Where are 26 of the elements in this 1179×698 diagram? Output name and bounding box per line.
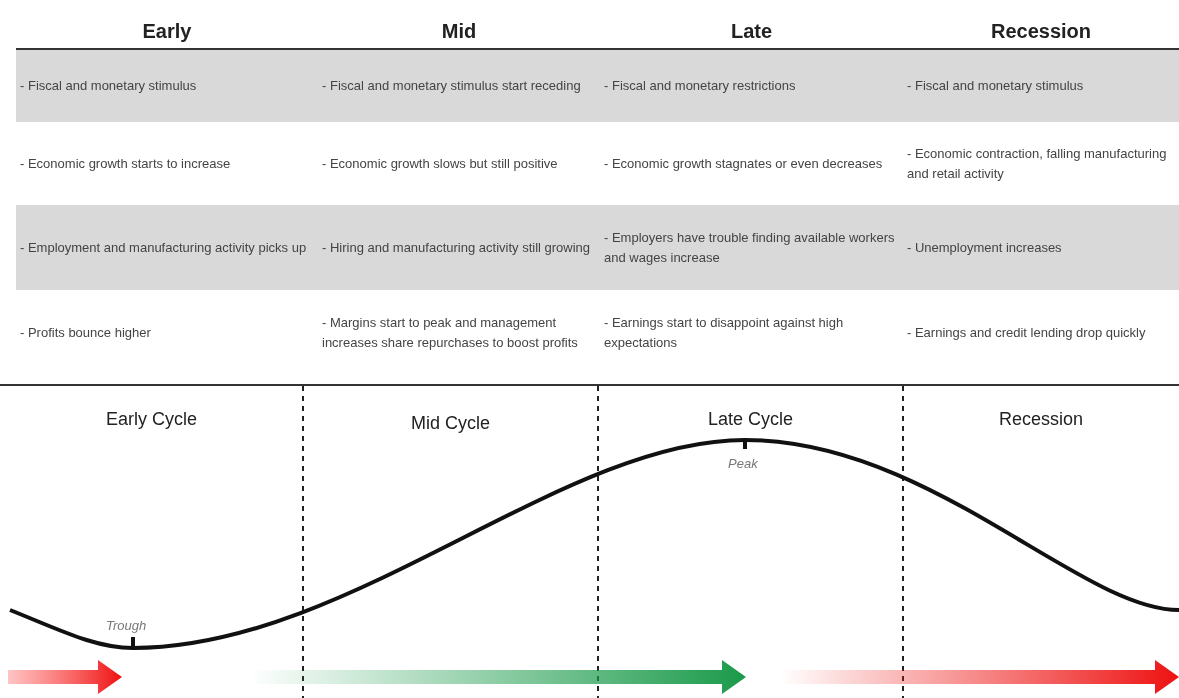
table-cell-text: - Fiscal and monetary stimulus xyxy=(907,77,1084,95)
table-cell-text: - Fiscal and monetary restrictions xyxy=(604,77,796,95)
table-cell-text: - Unemployment increases xyxy=(907,238,1062,257)
table-cell-text: - Profits bounce higher xyxy=(20,324,151,342)
table-cell-text: - Earnings start to disappoint against high expectations xyxy=(604,314,845,352)
table-cell-text: - Fiscal and monetary stimulus start receding xyxy=(322,77,581,95)
column-header: Recession xyxy=(989,19,1093,44)
column-header: Late xyxy=(729,19,774,44)
table-cell-text: - Economic growth slows but still positive xyxy=(322,154,558,173)
table-cell-text: - Employment and manufacturing activity picks up xyxy=(20,238,307,257)
table-cell-text: - Economic growth starts to increase xyxy=(20,154,231,173)
table-cell-text: - Earnings and credit lending drop quickly xyxy=(907,324,1146,342)
table-cell-text: - Fiscal and monetary stimulus xyxy=(20,77,197,95)
column-header: Early xyxy=(141,19,193,44)
table-cell-text: - Economic growth stagnates or even decreases xyxy=(604,154,883,173)
peak-label: Peak xyxy=(728,455,758,473)
table-cell-text: - Employers have trouble finding available workers and wages increase xyxy=(604,228,896,267)
table-cell-text: - Economic contraction, falling manufacturing and retail activity xyxy=(907,144,1168,183)
phase-label: Recession xyxy=(997,408,1084,431)
trough-label: Trough xyxy=(106,617,147,635)
phase-label: Mid Cycle xyxy=(410,412,491,435)
phase-label: Early Cycle xyxy=(105,408,198,431)
column-header: Mid xyxy=(440,19,478,44)
table-cell-text: - Hiring and manufacturing activity still growing xyxy=(322,238,591,257)
phase-label: Late Cycle xyxy=(706,408,794,431)
table-cell-text: - Margins start to peak and management increases share repurchases to boost profits xyxy=(322,314,579,352)
